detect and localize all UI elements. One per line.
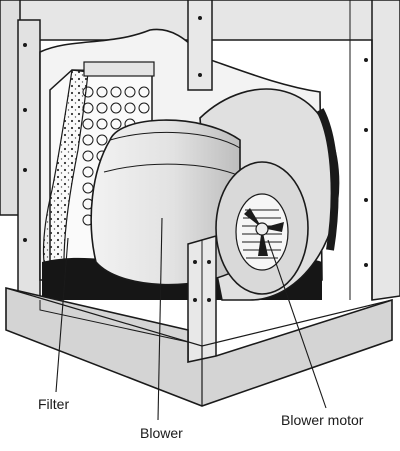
- blower-label: Blower: [140, 425, 183, 441]
- blower-motor-label: Blower motor: [281, 412, 364, 428]
- cabinet-base: [5, 286, 393, 407]
- front-post: [187, 235, 217, 363]
- blower-leader: [157, 217, 163, 421]
- filter-label: Filter: [38, 396, 70, 412]
- center-post: [187, 0, 213, 91]
- blower-motor-leader: [267, 239, 327, 409]
- blower-motor-face: [215, 161, 309, 295]
- blower-drum: [90, 119, 241, 286]
- leader-lines: [55, 217, 327, 421]
- cabinet: [0, 0, 400, 301]
- filter-leader: [55, 237, 69, 393]
